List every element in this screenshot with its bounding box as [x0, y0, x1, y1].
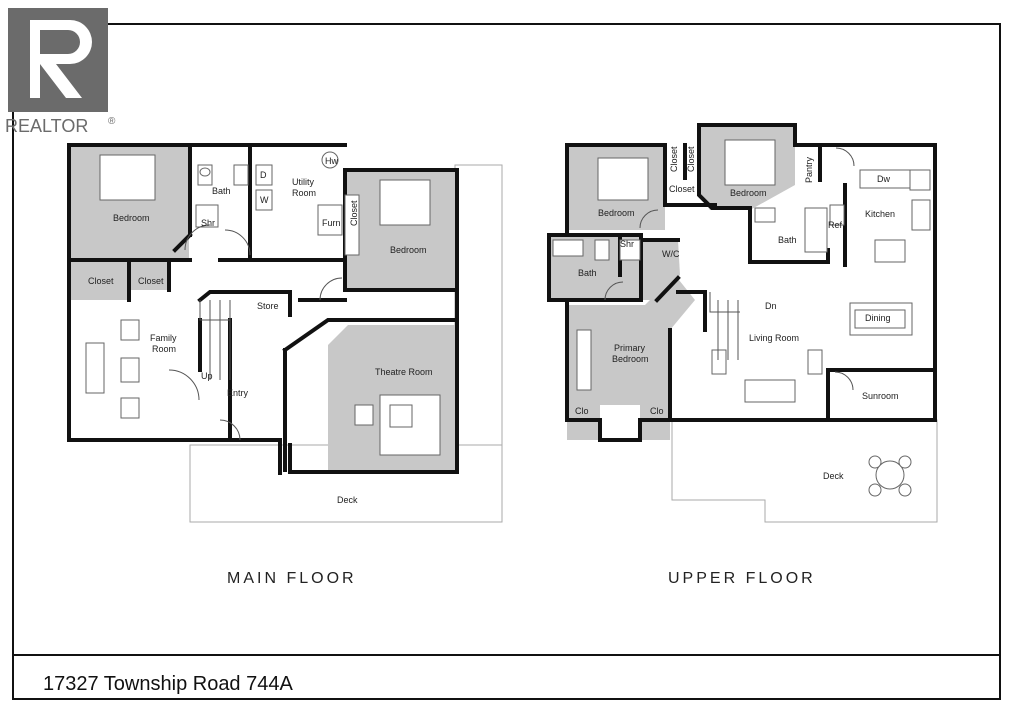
upper-clo-2-label: Clo: [650, 406, 664, 416]
page-frame: [12, 23, 1001, 700]
upper-bath-b-label: Bath: [778, 235, 797, 245]
upper-clo-1-label: Clo: [575, 406, 589, 416]
main-floor-plan: Bedroom Bath Shr Utility Room Hw D W Fur…: [67, 143, 503, 523]
main-bedroom-right-label: Bedroom: [390, 245, 427, 255]
upper-shr-label: Shr: [620, 239, 634, 249]
primary-bedroom-label-2: Bedroom: [612, 354, 649, 364]
furn-label: Furn: [322, 218, 341, 228]
upper-bath-a-label: Bath: [578, 268, 597, 278]
primary-bedroom-label: Primary: [614, 343, 645, 353]
dryer-label: D: [260, 170, 267, 180]
main-floor-title: MAIN FLOOR: [227, 570, 357, 587]
upper-bedroom-a-label: Bedroom: [598, 208, 635, 218]
main-shr-label: Shr: [201, 218, 215, 228]
utility-label: Utility: [292, 177, 314, 187]
entry-label: Entry: [227, 388, 249, 398]
property-address: 17327 Township Road 744A: [43, 673, 293, 695]
living-room-label: Living Room: [749, 333, 799, 343]
main-up-label: Up: [201, 371, 213, 381]
family-room-label-2: Room: [152, 344, 176, 354]
dining-label: Dining: [865, 313, 891, 323]
realtor-logo: REALTOR ®: [5, 8, 116, 136]
upper-dn-label: Dn: [765, 301, 777, 311]
primary-bedroom-fill: [567, 275, 695, 440]
hw-label: Hw: [325, 156, 338, 166]
pantry-label: Pantry: [804, 156, 814, 183]
family-room-label: Family: [150, 333, 177, 343]
theatre-room-label: Theatre Room: [375, 367, 433, 377]
upper-closet-horizontal-label: Closet: [669, 184, 695, 194]
realtor-logo-text: REALTOR: [5, 116, 88, 136]
utility-label-2: Room: [292, 188, 316, 198]
washer-label: W: [260, 195, 269, 205]
main-bedroom-left-label: Bedroom: [113, 213, 150, 223]
main-closet-b-label: Closet: [138, 276, 164, 286]
dishwasher-label: Dw: [877, 174, 890, 184]
wic-label: W/C: [662, 249, 680, 259]
main-closet-vertical-label: Closet: [349, 200, 359, 226]
registered-mark: ®: [108, 116, 116, 127]
upper-floor-plan: Bedroom Closet Closet Closet Bedroom Pan…: [547, 123, 938, 523]
main-deck-label: Deck: [337, 495, 358, 505]
upper-closet-vertical-2-label: Closet: [686, 146, 696, 172]
sunroom-label: Sunroom: [862, 391, 899, 401]
upper-floor-title: UPPER FLOOR: [668, 570, 816, 587]
upper-closet-vertical-1-label: Closet: [669, 146, 679, 172]
store-label: Store: [257, 301, 279, 311]
main-closet-a-label: Closet: [88, 276, 114, 286]
upper-deck-label: Deck: [823, 471, 844, 481]
main-bath-label: Bath: [212, 186, 231, 196]
ref-label: Ref: [828, 220, 843, 230]
upper-bedroom-b-label: Bedroom: [730, 188, 767, 198]
kitchen-label: Kitchen: [865, 209, 895, 219]
